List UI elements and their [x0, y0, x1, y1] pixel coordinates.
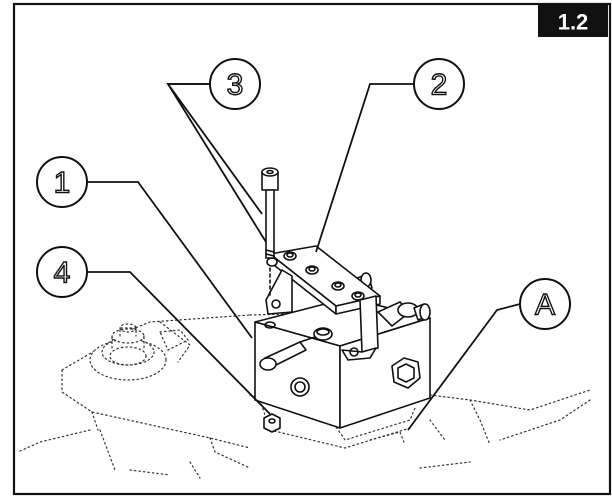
figure-badge: 1.2: [538, 5, 608, 37]
leader-lines: [87, 83, 521, 431]
callout-2: 2: [413, 58, 465, 110]
figure-frame: [12, 2, 612, 496]
callout-1-label: 1: [54, 167, 71, 200]
callout-4-label: 4: [54, 257, 71, 290]
callout-4: 4: [36, 246, 88, 298]
callout-1: 1: [36, 156, 88, 208]
hex-nut: [263, 413, 281, 433]
callout-3: 3: [209, 58, 261, 110]
mounting-bracket: [265, 245, 381, 361]
valve-handle: [259, 327, 333, 371]
cap-screw: [261, 167, 279, 259]
callout-a: A: [519, 278, 571, 330]
callout-a-label: A: [535, 289, 555, 322]
callout-2-label: 2: [431, 69, 448, 102]
callout-3-label: 3: [227, 69, 244, 102]
figure-badge-text: 1.2: [558, 10, 589, 35]
